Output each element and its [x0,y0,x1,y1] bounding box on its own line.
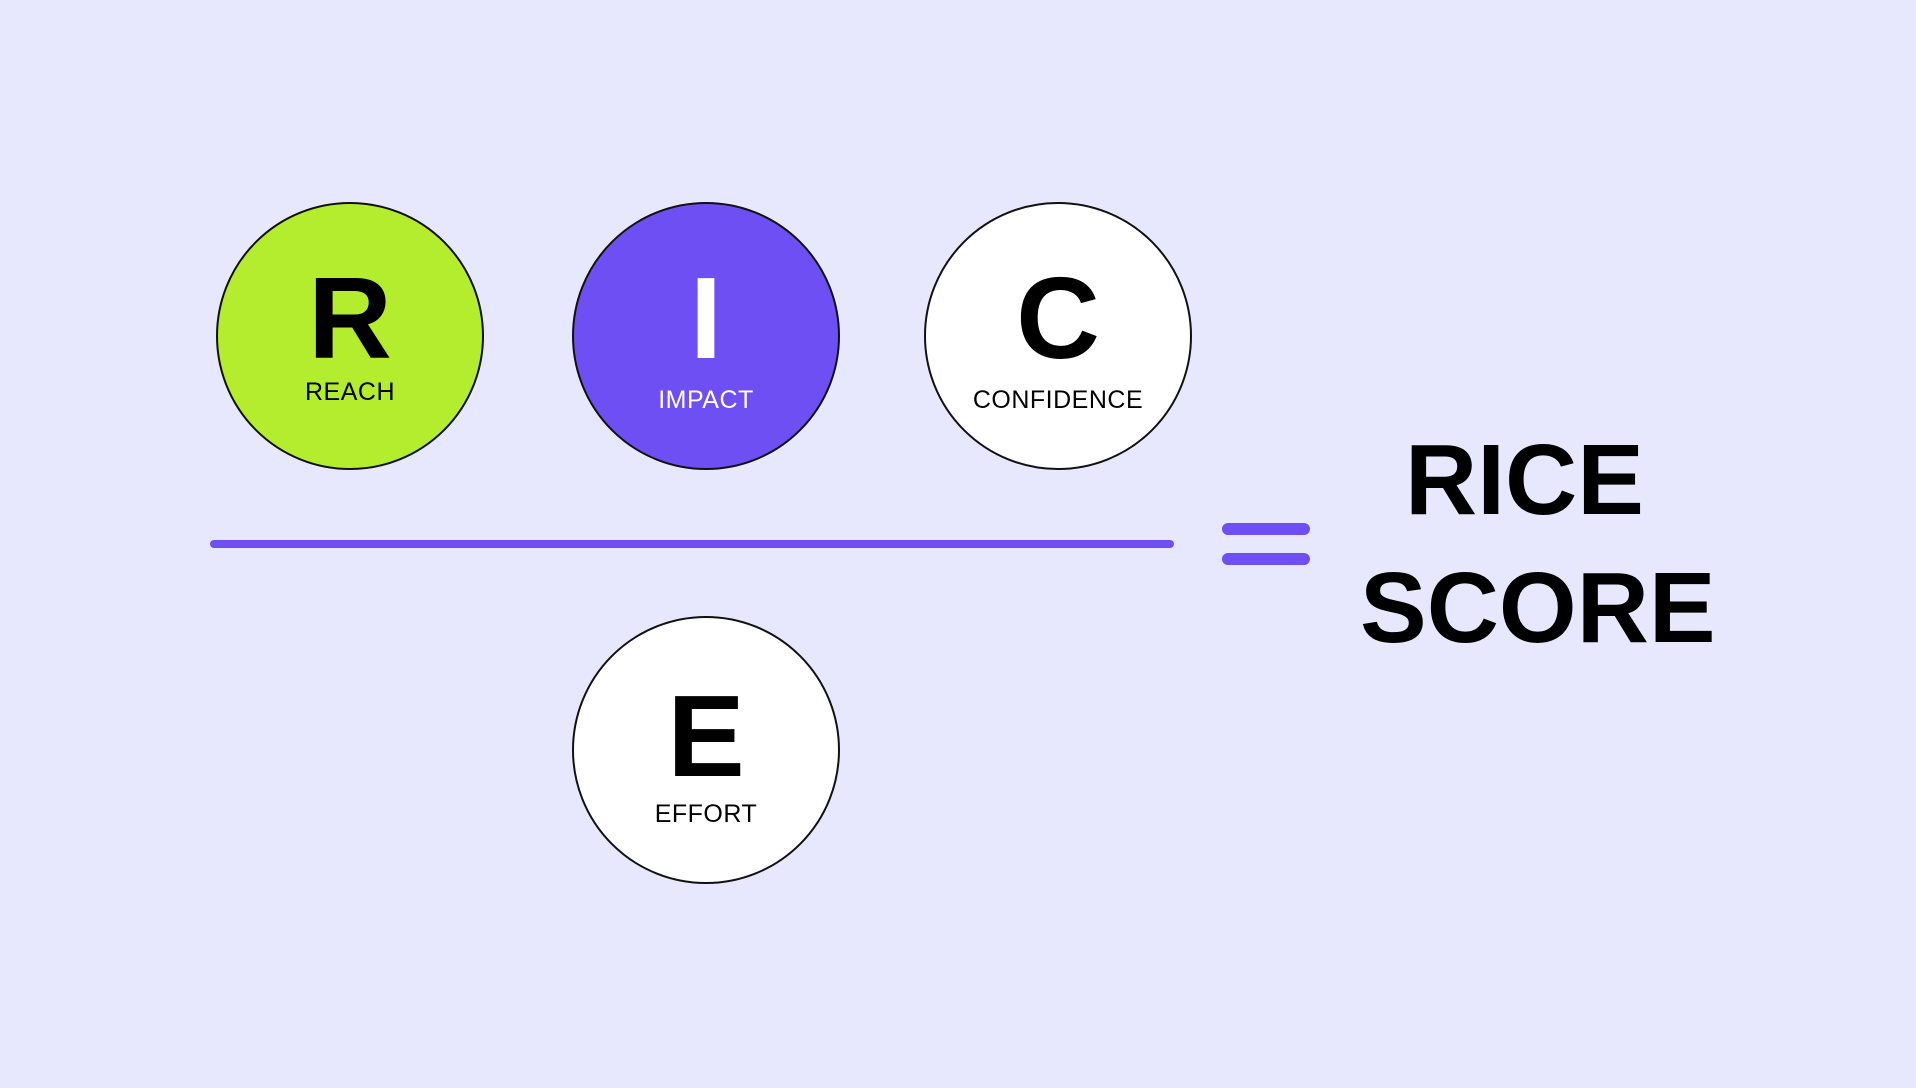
equals-sign-top-bar [1222,523,1310,535]
impact-label: IMPACT [658,386,754,414]
confidence-circle: C CONFIDENCE [924,202,1192,470]
result-title-line-1: RICE [1405,424,1644,536]
reach-letter: R [308,253,392,383]
reach-circle: R REACH [216,202,484,470]
effort-circle: E EFFORT [572,616,840,884]
confidence-letter: C [1016,253,1100,383]
impact-circle: I IMPACT [572,202,840,470]
fraction-bar [210,540,1174,548]
effort-letter: E [667,671,745,801]
impact-letter: I [689,253,723,383]
result-title-line-2: SCORE [1360,552,1716,664]
equals-sign-bottom-bar [1222,553,1310,565]
effort-label: EFFORT [654,800,758,828]
confidence-label: CONFIDENCE [972,386,1144,414]
reach-label: REACH [304,378,395,406]
